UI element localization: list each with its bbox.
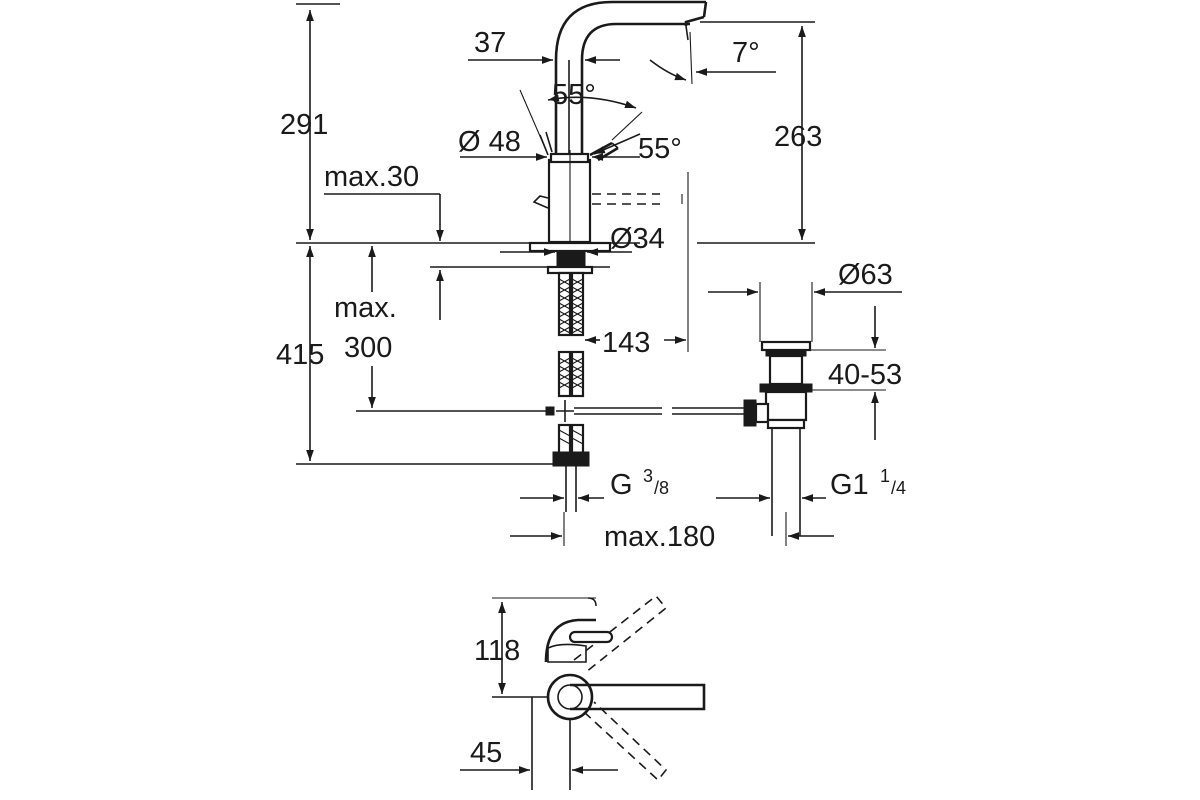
- dim-g38-label-main: G: [610, 469, 633, 501]
- plan-top-hook: [587, 597, 597, 607]
- hose-connector: [552, 451, 590, 467]
- dim-7deg-label: 7°: [732, 37, 760, 69]
- dim-45-label: 45: [470, 737, 502, 769]
- dim-55-side-arrow: [593, 133, 641, 155]
- dim-143-label: 143: [602, 327, 650, 359]
- dim-max300-label-1: max.: [334, 292, 397, 324]
- mounting-nut: [556, 250, 586, 268]
- dim-max180-label: max.180: [604, 521, 715, 553]
- dim-55-top-label: 55°: [552, 79, 596, 111]
- dim-d34-label: Ø34: [610, 223, 665, 255]
- plan-body-top: [547, 643, 587, 663]
- dim-55-top-arc: [547, 94, 637, 109]
- dim-7deg-ref: [689, 31, 693, 85]
- plan-base-ring-inner: [557, 684, 583, 710]
- plan-base-ring-outer: [546, 673, 594, 721]
- spout: [554, 0, 708, 158]
- plan-lever-swept-lower: [583, 701, 668, 782]
- dim-55-side-label: 55°: [638, 133, 682, 165]
- side-lever-stub: [532, 195, 549, 209]
- dim-7deg-arc: [649, 59, 687, 81]
- dim-118-label: 118: [474, 635, 520, 667]
- flex-hose-upper: [557, 271, 585, 337]
- side-elevation-view: 291 415 max. 300 max.30 37 7° 55° Ø 48: [276, 0, 906, 553]
- dim-max30-label: max.30: [324, 161, 419, 193]
- dim-g114-label-num: 1: [880, 466, 890, 486]
- pull-rod: [545, 400, 748, 422]
- plan-view: 118 45: [460, 594, 706, 790]
- flex-hose-lower: [557, 350, 585, 455]
- plan-lever-arm: [570, 683, 706, 711]
- plan-lever-knob: [568, 630, 614, 644]
- dim-4053-label: 40-53: [828, 359, 902, 391]
- dim-d48-label: Ø 48: [458, 126, 521, 158]
- dim-55-side-ref: [611, 111, 643, 141]
- pop-up-drain: [743, 340, 813, 536]
- dim-263-label: 263: [774, 121, 822, 153]
- plan-lever-swept-upper: [573, 594, 668, 673]
- dim-g114-label-den: /4: [891, 478, 906, 498]
- plan-spout-top: [544, 618, 596, 663]
- dim-g114-label-main: G1: [830, 469, 869, 501]
- dim-415-label: 415: [276, 339, 324, 371]
- dim-g38-label-num: 3: [643, 466, 653, 486]
- dim-37-label: 37: [474, 27, 506, 59]
- dim-d63-label: Ø63: [838, 259, 893, 291]
- dim-55-top-ref: [519, 89, 547, 151]
- dim-max300-label-2: 300: [344, 332, 392, 364]
- mounting-flange: [528, 241, 612, 253]
- dim-g38-label-den: /8: [654, 478, 669, 498]
- dim-291-label: 291: [280, 109, 328, 141]
